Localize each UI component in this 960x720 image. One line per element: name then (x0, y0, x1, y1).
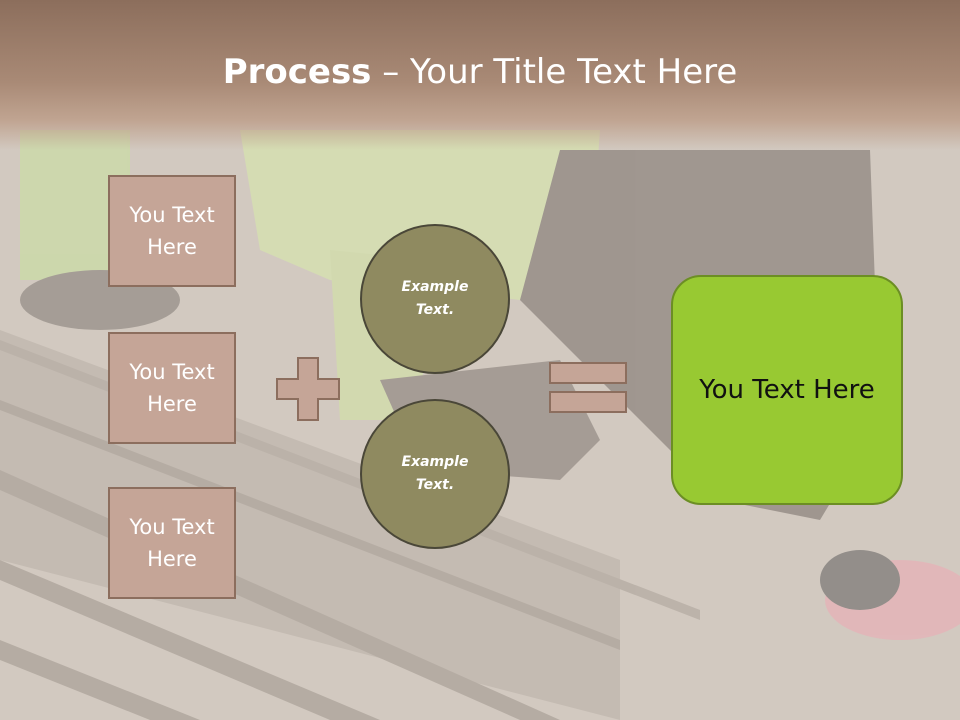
input-box-label: You Text Here (129, 203, 215, 259)
example-circle-label: Example Text. (401, 454, 469, 493)
example-circle-2[interactable]: Example Text. (360, 399, 510, 549)
example-circle-label: Example Text. (401, 279, 469, 318)
result-box[interactable]: You Text Here (671, 275, 903, 505)
input-box-1[interactable]: You Text Here (108, 175, 236, 287)
input-box-2[interactable]: You Text Here (108, 332, 236, 444)
input-box-label: You Text Here (129, 360, 215, 416)
example-circle-1[interactable]: Example Text. (360, 224, 510, 374)
title-bar (0, 0, 960, 150)
slide-title[interactable]: Process – Your Title Text Here (0, 52, 960, 92)
equals-bar-top (549, 362, 627, 384)
input-box-label: You Text Here (129, 515, 215, 571)
plus-icon (276, 357, 340, 421)
input-box-3[interactable]: You Text Here (108, 487, 236, 599)
title-rest: – Your Title Text Here (371, 52, 738, 92)
title-bold: Process (222, 52, 372, 92)
equals-bar-bottom (549, 391, 627, 413)
result-label: You Text Here (699, 375, 875, 405)
